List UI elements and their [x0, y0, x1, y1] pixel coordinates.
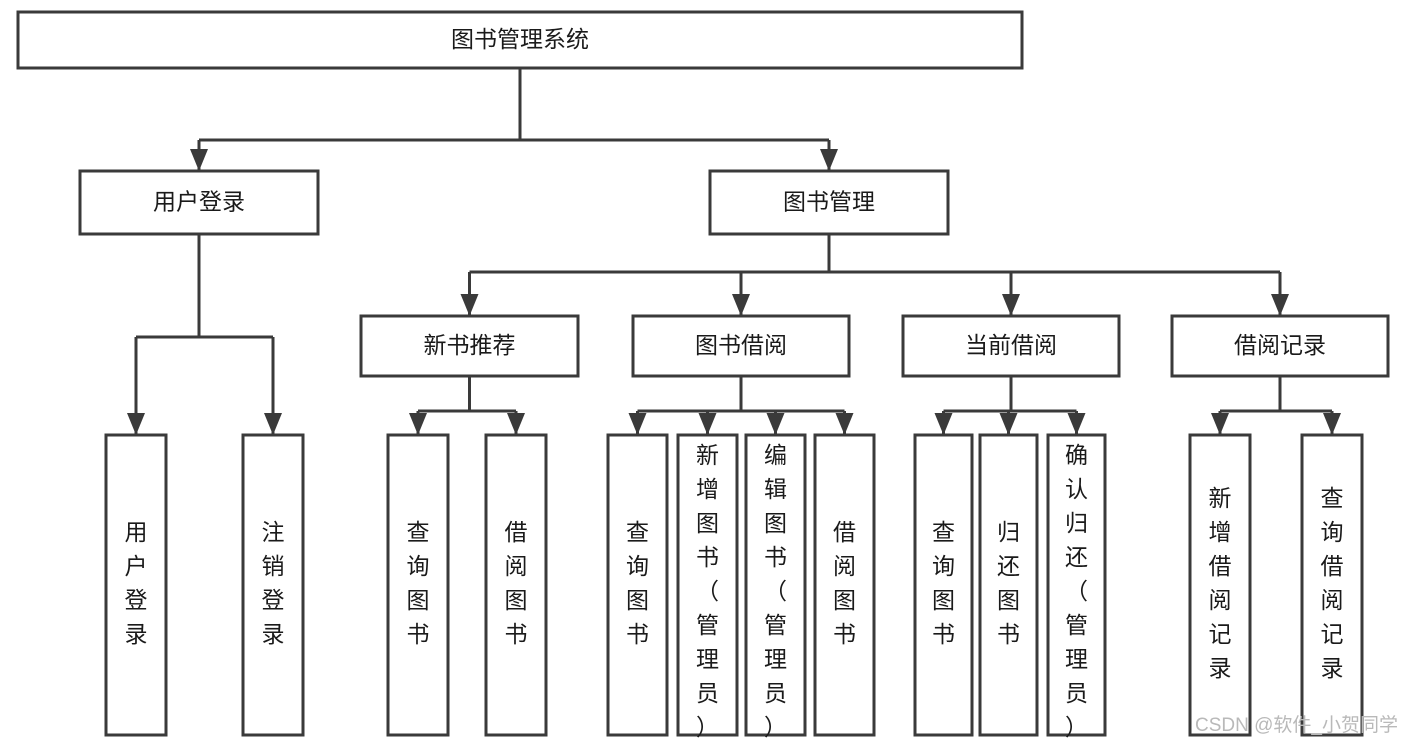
- node-leaf-return-book: 归还图书: [978, 433, 1039, 737]
- node-leaf-add-borrow-record: 新增借阅记录: [1188, 433, 1252, 737]
- connector-layer: [127, 68, 1341, 435]
- node-label-leaf-add-borrow-record: 新增借阅记录: [1209, 485, 1232, 681]
- arrow-head-leaf-add-borrow-record: [1211, 413, 1229, 435]
- node-label-leaf-borrow-book-rec: 借阅图书: [505, 519, 528, 647]
- node-box-user-login: [78, 169, 320, 236]
- watermark-label: CSDN @软件_小贺同学: [1195, 714, 1398, 736]
- arrow-head-leaf-borrow-book-rec: [507, 413, 525, 435]
- node-box-leaf-edit-book-admin: [744, 433, 807, 737]
- node-label-leaf-borrow-book: 借阅图书: [833, 519, 856, 647]
- node-box-new-book-recommend: [359, 314, 580, 378]
- arrow-head-leaf-confirm-return-admin: [1067, 413, 1086, 435]
- arrow-head-leaf-query-book-borrow: [628, 413, 647, 435]
- node-leaf-logout-login: 注销登录: [241, 433, 305, 737]
- node-book-manage: 图书管理: [708, 169, 950, 236]
- node-root: 图书管理系统: [16, 10, 1024, 70]
- node-leaf-query-borrow-record: 查询借阅记录: [1300, 433, 1364, 737]
- node-label-leaf-query-book-rec: 查询图书: [407, 519, 430, 647]
- node-box-leaf-borrow-book: [813, 433, 876, 737]
- node-box-leaf-query-book-borrow: [606, 433, 669, 737]
- node-box-borrow-record: [1170, 314, 1390, 378]
- node-label-new-book-recommend: 新书推荐: [424, 332, 516, 358]
- node-leaf-confirm-return-admin: 确认归还（管理员）: [1046, 433, 1107, 740]
- node-label-book-manage: 图书管理: [783, 189, 875, 215]
- node-box-leaf-add-book-admin: [676, 433, 739, 737]
- node-label-current-borrow: 当前借阅: [965, 332, 1057, 358]
- node-box-leaf-return-book: [978, 433, 1039, 737]
- arrow-head-leaf-add-book-admin: [698, 413, 717, 435]
- node-box-book-manage: [708, 169, 950, 236]
- node-label-leaf-return-book: 归还图书: [997, 519, 1020, 647]
- arrow-head-leaf-edit-book-admin: [766, 413, 785, 435]
- arrow-head-current-borrow: [1002, 294, 1020, 316]
- node-leaf-borrow-book: 借阅图书: [813, 433, 876, 737]
- node-label-leaf-query-book-borrow: 查询图书: [626, 519, 649, 647]
- node-label-leaf-query-book-current: 查询图书: [932, 519, 955, 647]
- node-new-book-recommend: 新书推荐: [359, 314, 580, 378]
- node-leaf-user-login: 用户登录: [104, 433, 168, 737]
- arrow-head-leaf-return-book: [999, 413, 1018, 435]
- node-label-user-login: 用户登录: [153, 189, 245, 215]
- node-leaf-add-book-admin: 新增图书（管理员）: [676, 433, 739, 740]
- node-label-leaf-add-book-admin: 新增图书（管理员）: [696, 442, 719, 740]
- arrow-head-user-login: [190, 149, 208, 171]
- node-box-current-borrow: [901, 314, 1121, 378]
- node-label-leaf-query-borrow-record: 查询借阅记录: [1321, 485, 1344, 681]
- node-leaf-edit-book-admin: 编辑图书（管理员）: [744, 433, 807, 740]
- arrow-head-leaf-query-book-current: [934, 413, 953, 435]
- node-box-leaf-user-login: [104, 433, 168, 737]
- node-box-leaf-query-borrow-record: [1300, 433, 1364, 737]
- node-layer: 图书管理系统用户登录图书管理新书推荐图书借阅当前借阅借阅记录用户登录注销登录查询…: [16, 10, 1390, 740]
- node-label-leaf-edit-book-admin: 编辑图书（管理员）: [764, 442, 787, 740]
- node-current-borrow: 当前借阅: [901, 314, 1121, 378]
- node-box-leaf-confirm-return-admin: [1046, 433, 1107, 737]
- node-user-login: 用户登录: [78, 169, 320, 236]
- node-leaf-query-book-current: 查询图书: [913, 433, 974, 737]
- node-box-book-borrow: [631, 314, 851, 378]
- node-leaf-query-book-rec: 查询图书: [386, 433, 450, 737]
- arrow-head-leaf-query-borrow-record: [1323, 413, 1341, 435]
- node-label-leaf-user-login: 用户登录: [125, 519, 148, 647]
- node-label-root: 图书管理系统: [451, 26, 589, 52]
- node-box-leaf-borrow-book-rec: [484, 433, 548, 737]
- node-borrow-record: 借阅记录: [1170, 314, 1390, 378]
- node-book-borrow: 图书借阅: [631, 314, 851, 378]
- node-leaf-query-book-borrow: 查询图书: [606, 433, 669, 737]
- arrow-head-book-manage: [820, 149, 838, 171]
- node-leaf-borrow-book-rec: 借阅图书: [484, 433, 548, 737]
- arrow-head-book-borrow: [732, 294, 750, 316]
- node-box-leaf-add-borrow-record: [1188, 433, 1252, 737]
- node-box-leaf-query-book-rec: [386, 433, 450, 737]
- arrow-head-new-book-recommend: [460, 294, 479, 316]
- node-box-root: [16, 10, 1024, 70]
- arrow-head-leaf-query-book-rec: [409, 413, 427, 435]
- node-label-book-borrow: 图书借阅: [695, 332, 787, 358]
- arrow-head-leaf-user-login: [127, 413, 145, 435]
- node-box-leaf-logout-login: [241, 433, 305, 737]
- node-label-leaf-logout-login: 注销登录: [262, 519, 285, 647]
- arrow-head-leaf-logout-login: [264, 413, 282, 435]
- arrow-head-leaf-borrow-book: [835, 413, 854, 435]
- node-label-borrow-record: 借阅记录: [1234, 332, 1326, 358]
- node-label-leaf-confirm-return-admin: 确认归还（管理员）: [1065, 442, 1088, 740]
- arrow-head-borrow-record: [1271, 294, 1289, 316]
- node-box-leaf-query-book-current: [913, 433, 974, 737]
